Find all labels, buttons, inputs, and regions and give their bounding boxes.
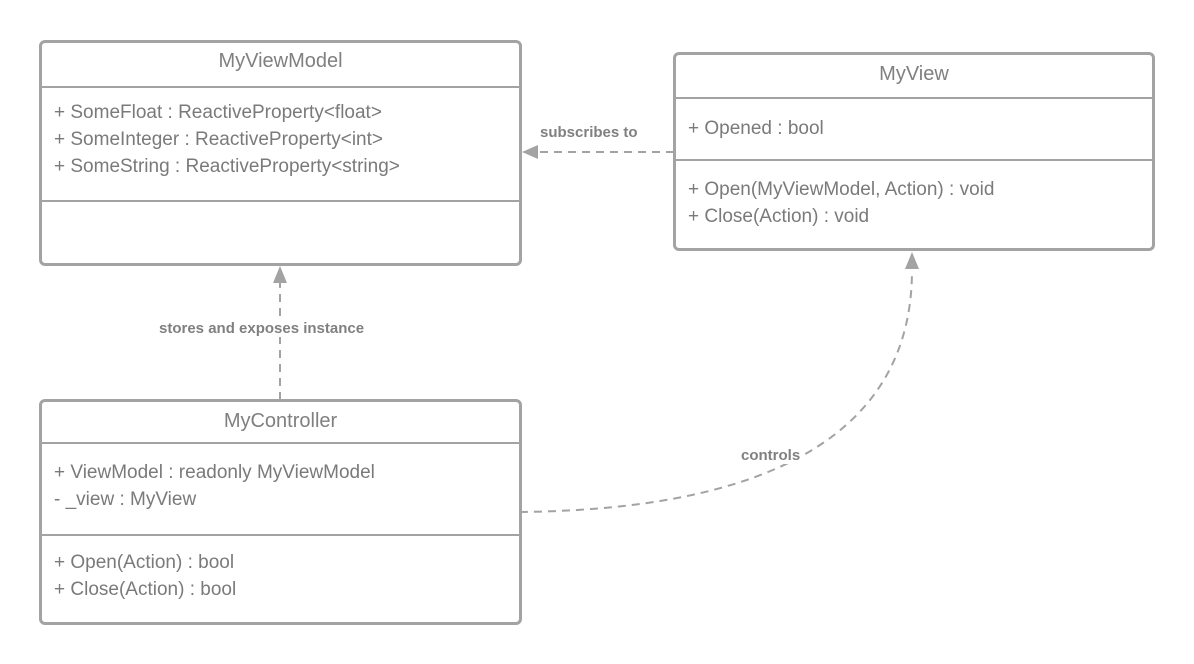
- operation-item: + Open(Action) : bool: [54, 552, 235, 573]
- class-name-section: MyController: [42, 402, 519, 444]
- attribute-item: + SomeInteger : ReactiveProperty<int>: [54, 129, 383, 150]
- class-name-section: MyView: [676, 55, 1152, 99]
- attributes-section: + SomeFloat : ReactiveProperty<float> + …: [42, 88, 519, 202]
- controls-connector: [519, 269, 913, 513]
- class-name: MyView: [879, 63, 949, 85]
- stores-arrowhead: [273, 266, 287, 283]
- operation-item: + Close(Action) : bool: [54, 579, 237, 600]
- operations-section: + Open(Action) : bool + Close(Action) : …: [42, 536, 519, 622]
- attribute-item: + SomeString : ReactiveProperty<string>: [54, 156, 400, 177]
- controls-label: controls: [739, 447, 803, 464]
- class-mycontroller[interactable]: MyController + ViewModel : readonly MyVi…: [39, 399, 522, 625]
- subscribes-arrowhead: [522, 145, 538, 159]
- class-name: MyViewModel: [218, 50, 343, 72]
- operation-item: + Close(Action) : void: [688, 206, 870, 227]
- class-name-section: MyViewModel: [42, 43, 519, 88]
- attribute-item: + ViewModel : readonly MyViewModel: [54, 462, 375, 483]
- class-name: MyController: [223, 410, 338, 432]
- subscribes-label: subscribes to: [538, 124, 640, 141]
- attributes-section: + Opened : bool: [676, 99, 1152, 161]
- class-myview[interactable]: MyView + Opened : bool + Open(MyViewMode…: [673, 52, 1155, 251]
- attribute-item: + SomeFloat : ReactiveProperty<float>: [54, 102, 382, 123]
- operations-section: [42, 202, 519, 263]
- attributes-section: + ViewModel : readonly MyViewModel - _vi…: [42, 444, 519, 536]
- attribute-item: + Opened : bool: [688, 118, 824, 139]
- attribute-item: - _view : MyView: [54, 489, 197, 510]
- controls-arrowhead: [905, 252, 919, 269]
- class-myviewmodel[interactable]: MyViewModel + SomeFloat : ReactiveProper…: [39, 40, 522, 266]
- operation-item: + Open(MyViewModel, Action) : void: [688, 179, 995, 200]
- stores-label: stores and exposes instance: [157, 320, 367, 337]
- operations-section: + Open(MyViewModel, Action) : void + Clo…: [676, 161, 1152, 248]
